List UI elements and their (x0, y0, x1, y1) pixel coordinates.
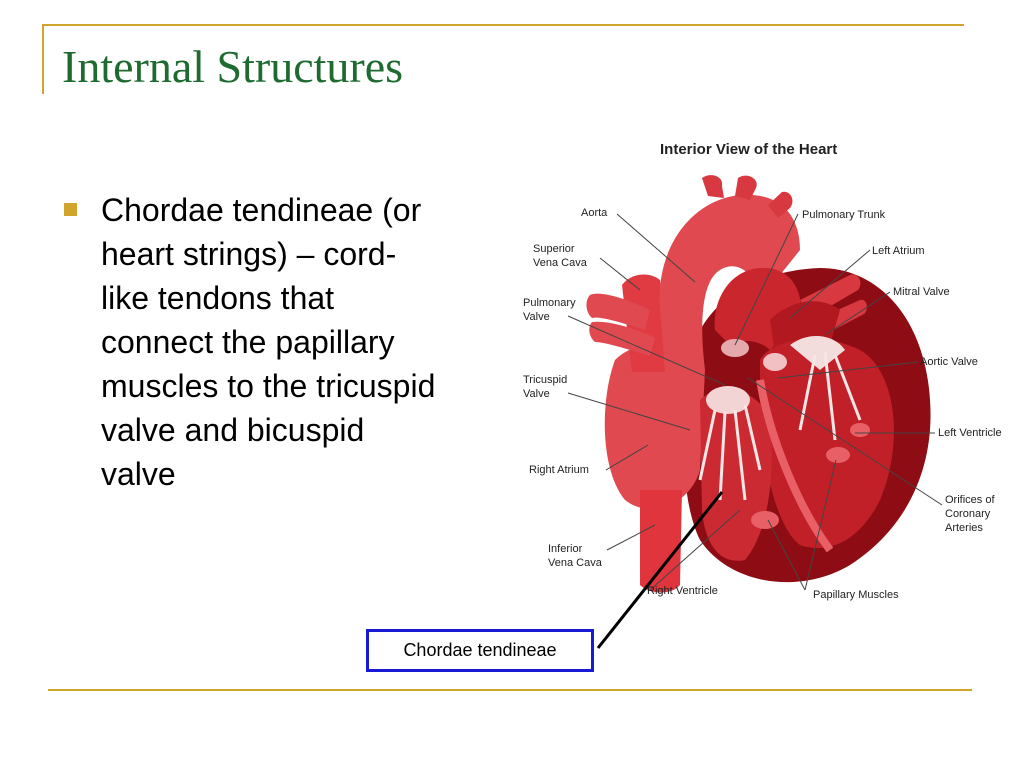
leader-pulm-trunk (734, 213, 799, 346)
bullet-text: Chordae tendineae (or heart strings) – c… (101, 188, 501, 496)
leader-right-atrium (605, 444, 649, 471)
left-rule (42, 24, 44, 94)
aorta-shape (659, 194, 800, 372)
label-line: Arteries (945, 522, 983, 534)
label-pulmonary-valve: Pulmonary Valve (523, 296, 576, 324)
figure-title: Interior View of the Heart (660, 141, 838, 158)
label-superior-vena-cava: Superior Vena Cava (533, 242, 587, 270)
label-right-ventricle: Right Ventricle (647, 585, 718, 597)
chordae-strand (823, 351, 837, 441)
chordae-callout-box: Chordae tendineae (366, 629, 594, 672)
bullet-line: valve and bicuspid (101, 412, 365, 448)
papillary-muscle-shape (826, 447, 850, 463)
label-line: Coronary (945, 508, 991, 520)
bullet-line: muscles to the tricuspid (101, 368, 436, 404)
mitral-valve-shape (790, 335, 845, 370)
leader-mitral (824, 291, 891, 336)
papillary-muscle-shape (850, 423, 870, 437)
leader-aortic (777, 361, 919, 379)
top-rule (42, 24, 964, 26)
chordae-strand (798, 354, 817, 431)
chordae-strand (698, 409, 717, 481)
bullet-line: like tendons that (101, 280, 335, 316)
label-aortic-valve: Aortic Valve (920, 356, 978, 368)
leader-tricuspid (567, 392, 691, 431)
leader-ivc (606, 524, 656, 551)
septum (756, 379, 834, 553)
aorta-branch-3 (768, 191, 793, 218)
chordae-strand (718, 411, 727, 501)
leader-aorta (616, 213, 696, 283)
callout-leader-line (596, 491, 724, 649)
leader-right-ventricle (649, 509, 741, 591)
label-mitral-valve: Mitral Valve (893, 286, 950, 298)
label-line: Tricuspid (523, 374, 568, 386)
label-left-ventricle: Left Ventricle (938, 427, 1002, 439)
label-tricuspid-valve: Tricuspid Valve (523, 373, 567, 401)
bullet-square-icon (64, 203, 77, 216)
label-line: Pulmonary (523, 297, 576, 309)
leader-left-atrium (789, 249, 871, 319)
label-inferior-vena-cava: Inferior Vena Cava (548, 542, 602, 570)
bullet-line: heart strings) – cord- (101, 236, 397, 272)
label-line: Inferior (548, 543, 583, 555)
aortic-valve-shape (763, 353, 787, 371)
papillary-muscle-shape (751, 511, 779, 529)
label-aorta: Aorta (581, 207, 608, 219)
chordae-strand (743, 404, 762, 471)
leader-lines (567, 213, 943, 591)
leader-svc (599, 257, 641, 291)
bullet-line: valve (101, 456, 176, 492)
aorta-branch-2 (735, 175, 757, 200)
label-pulmonary-trunk: Pulmonary Trunk (802, 209, 886, 221)
bullet-line: Chordae tendineae (or (101, 192, 422, 228)
label-line: Orifices of (945, 494, 995, 506)
bullet-line: connect the papillary (101, 324, 395, 360)
label-papillary-muscles: Papillary Muscles (813, 589, 899, 601)
label-left-atrium: Left Atrium (872, 245, 925, 257)
leader-papillary-1 (767, 519, 806, 591)
leader-papillary-2 (804, 459, 837, 591)
label-orifices-coronary-arteries: Orifices of Coronary Arteries (945, 493, 995, 535)
label-right-atrium: Right Atrium (529, 464, 589, 476)
chordae-strands (698, 351, 862, 501)
chordae-strand (833, 354, 862, 421)
slide-title: Internal Structures (62, 41, 404, 92)
label-line: Vena Cava (533, 257, 587, 269)
chordae-strand (733, 409, 747, 501)
right-atrium-shape (604, 343, 705, 509)
pulmonary-valve-shape (721, 339, 749, 357)
aorta-branch-1 (702, 175, 724, 198)
inferior-vena-cava-shape (640, 490, 682, 593)
label-line: Valve (523, 388, 550, 400)
leader-orifices (747, 377, 943, 506)
tricuspid-valve-shape (706, 386, 750, 414)
leader-pulm-valve (567, 315, 726, 386)
label-line: Superior (533, 243, 575, 255)
pulmonary-artery-left (586, 293, 650, 330)
label-line: Valve (523, 311, 550, 323)
bottom-rule (48, 689, 972, 691)
label-line: Vena Cava (548, 557, 602, 569)
